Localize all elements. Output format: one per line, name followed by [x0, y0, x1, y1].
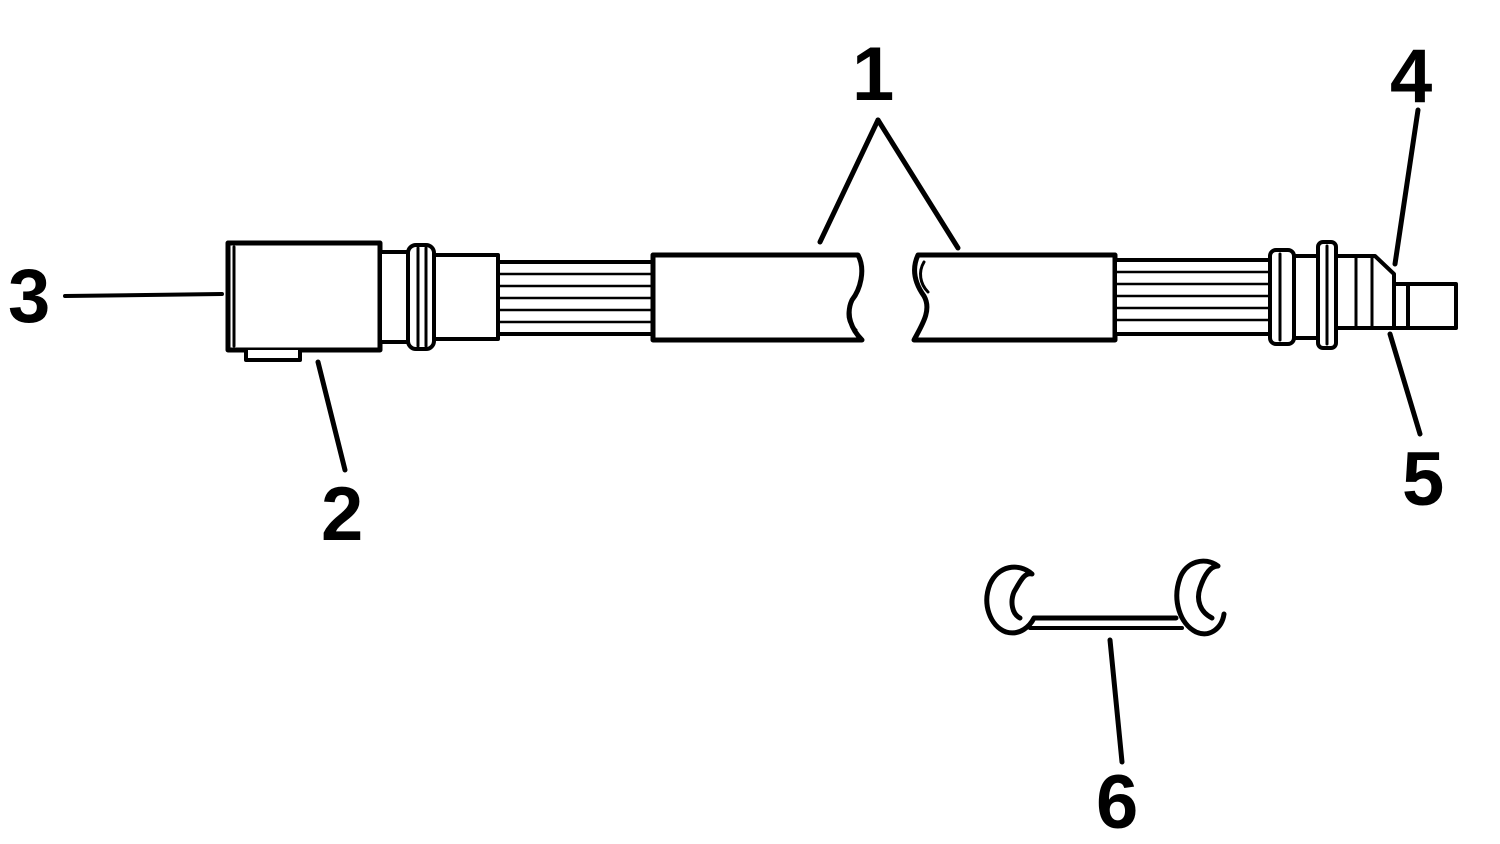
collar-ring-2 [406, 243, 436, 351]
leader-6 [1107, 637, 1125, 765]
clip-right-loop [1174, 558, 1227, 637]
hose-body-left [650, 252, 865, 343]
collar-ring-3 [1268, 248, 1296, 346]
left-fitting [225, 240, 500, 362]
elbow-tab [244, 350, 302, 362]
fitting-nut [1334, 254, 1396, 330]
callout-3: 3 [8, 254, 50, 339]
elbow-block [225, 240, 383, 353]
leader-2 [315, 359, 348, 473]
hose-body-right [911, 252, 1118, 343]
leader-lines [63, 107, 1423, 765]
break-mark [919, 260, 930, 294]
leader-4 [1392, 107, 1421, 267]
callout-1: 1 [852, 32, 894, 117]
fitting-tip [1406, 282, 1458, 330]
collar-ring-1 [378, 250, 410, 344]
right-fitting [1268, 240, 1458, 350]
break-mark [846, 298, 858, 332]
leader-5 [1387, 331, 1423, 437]
right-hose-segment [911, 252, 1118, 343]
left-hose-segment [650, 252, 865, 343]
callout-4: 4 [1390, 34, 1432, 119]
right-fluted-hose [1113, 258, 1272, 336]
collar-ring-4 [1292, 254, 1320, 340]
leader-1a [817, 117, 881, 245]
fitting-shoulder [1392, 282, 1410, 330]
callout-6: 6 [1096, 760, 1138, 844]
callout-2: 2 [321, 472, 363, 557]
leader-3 [63, 292, 224, 298]
callout-5: 5 [1402, 437, 1444, 522]
hose-clip [984, 558, 1227, 637]
left-fluted-hose [496, 260, 655, 336]
ferrule [432, 253, 500, 341]
clip-left-loop [984, 564, 1179, 636]
leader-1b [875, 117, 961, 251]
